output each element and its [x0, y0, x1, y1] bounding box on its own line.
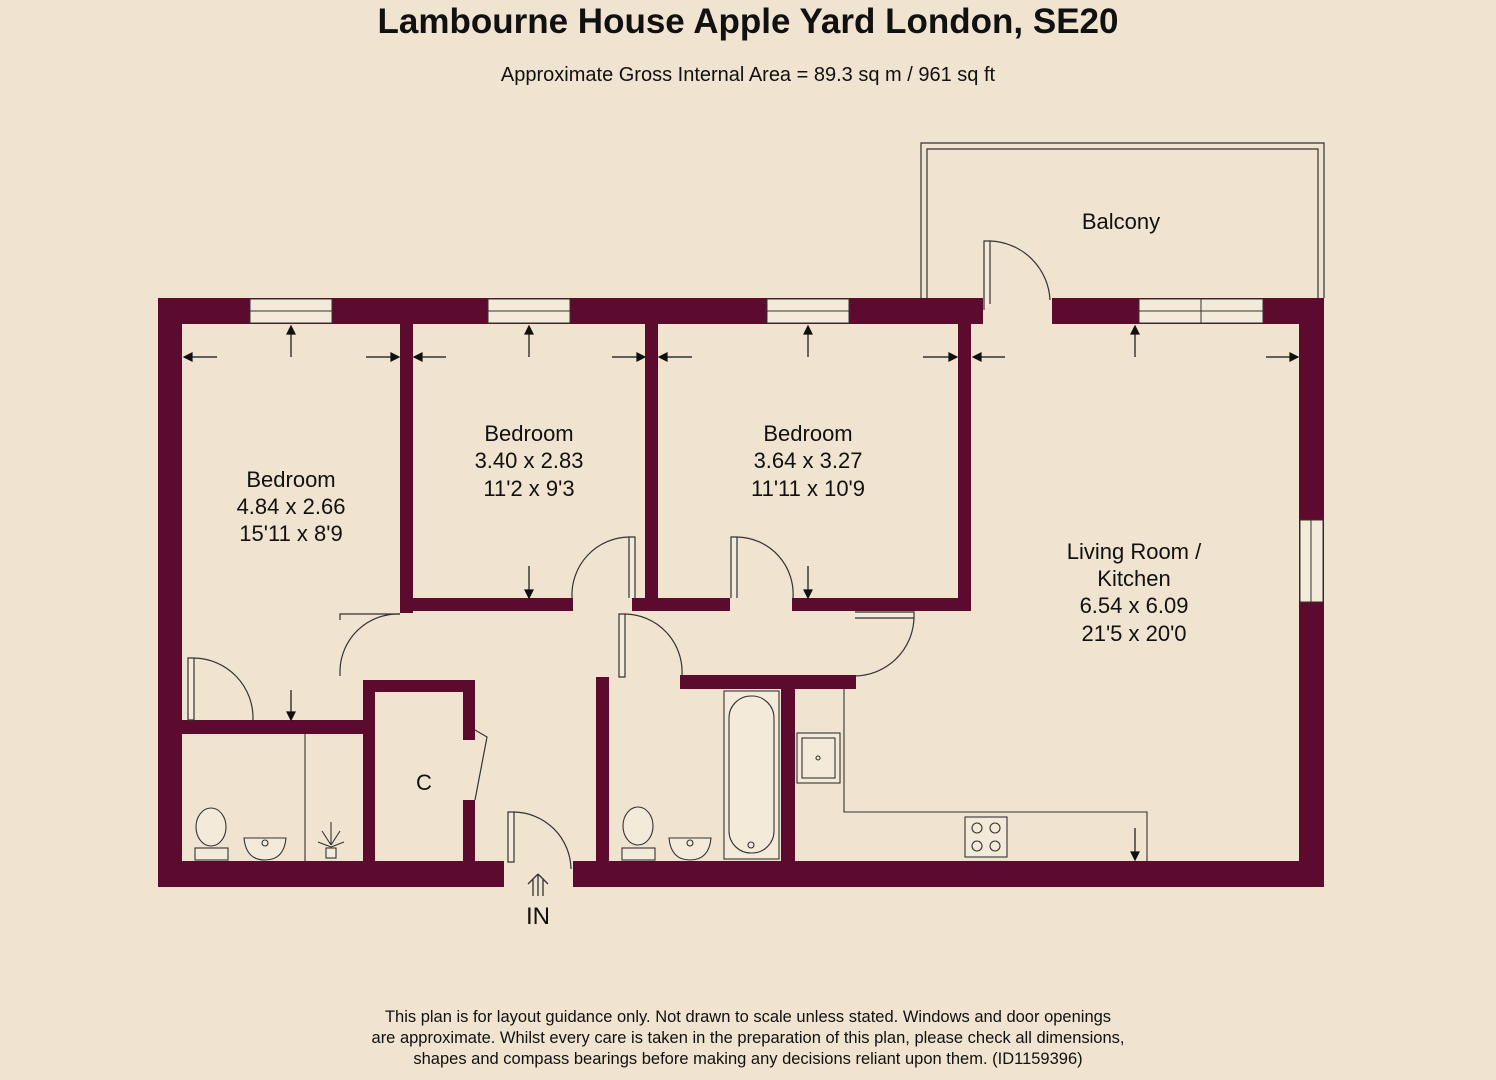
- gross-internal-area: Approximate Gross Internal Area = 89.3 s…: [500, 64, 996, 86]
- bedroom-left-metric: 4.84 x 2.66: [237, 494, 346, 519]
- dimension-arrows: [182, 324, 1300, 862]
- hob-icon: [964, 816, 1008, 858]
- disclaimer-line: This plan is for layout guidance only. N…: [384, 1008, 1112, 1026]
- disclaimer: This plan is for layout guidance only. N…: [0, 1007, 1496, 1070]
- kitchen-name: Kitchen: [1097, 566, 1170, 591]
- cupboard-label: C: [416, 770, 432, 795]
- entrance-label: IN: [526, 903, 550, 930]
- living-room-imperial: 21'5 x 20'0: [1081, 621, 1186, 646]
- fixtures: [194, 689, 1148, 861]
- toilet-icon: [621, 806, 656, 861]
- sink-icon: [668, 837, 712, 861]
- windows: [249, 298, 1324, 603]
- kitchen-counter: [843, 689, 1148, 861]
- disclaimer-line: are approximate. Whilst every care is ta…: [371, 1029, 1125, 1047]
- kitchen-sink-icon: [796, 732, 841, 784]
- bedroom-middle-imperial: 11'2 x 9'3: [483, 476, 574, 501]
- bedroom-left-imperial: 15'11 x 8'9: [239, 521, 342, 546]
- bedroom-middle-metric: 3.40 x 2.83: [475, 448, 584, 473]
- plan-title: Lambourne House Apple Yard London, SE20: [377, 2, 1119, 41]
- shower-icon: [317, 822, 345, 859]
- living-room-name: Living Room /: [1067, 539, 1202, 564]
- disclaimer-line: shapes and compass bearings before makin…: [413, 1050, 1083, 1068]
- bedroom-right-metric: 3.64 x 3.27: [754, 448, 863, 473]
- doors: [187, 240, 1051, 870]
- balcony-label: Balcony: [1082, 209, 1160, 234]
- entrance-arrow-icon: [527, 873, 549, 896]
- living-room-metric: 6.54 x 6.09: [1080, 593, 1189, 618]
- bedroom-right-name: Bedroom: [763, 421, 852, 446]
- bedroom-right-imperial: 11'11 x 10'9: [751, 476, 865, 501]
- bedroom-left-name: Bedroom: [246, 467, 335, 492]
- toilet-icon: [194, 807, 229, 861]
- bathtub-icon: [723, 690, 780, 860]
- bedroom-middle-name: Bedroom: [484, 421, 573, 446]
- sink-icon: [243, 837, 287, 861]
- balcony-outline: [920, 142, 1325, 298]
